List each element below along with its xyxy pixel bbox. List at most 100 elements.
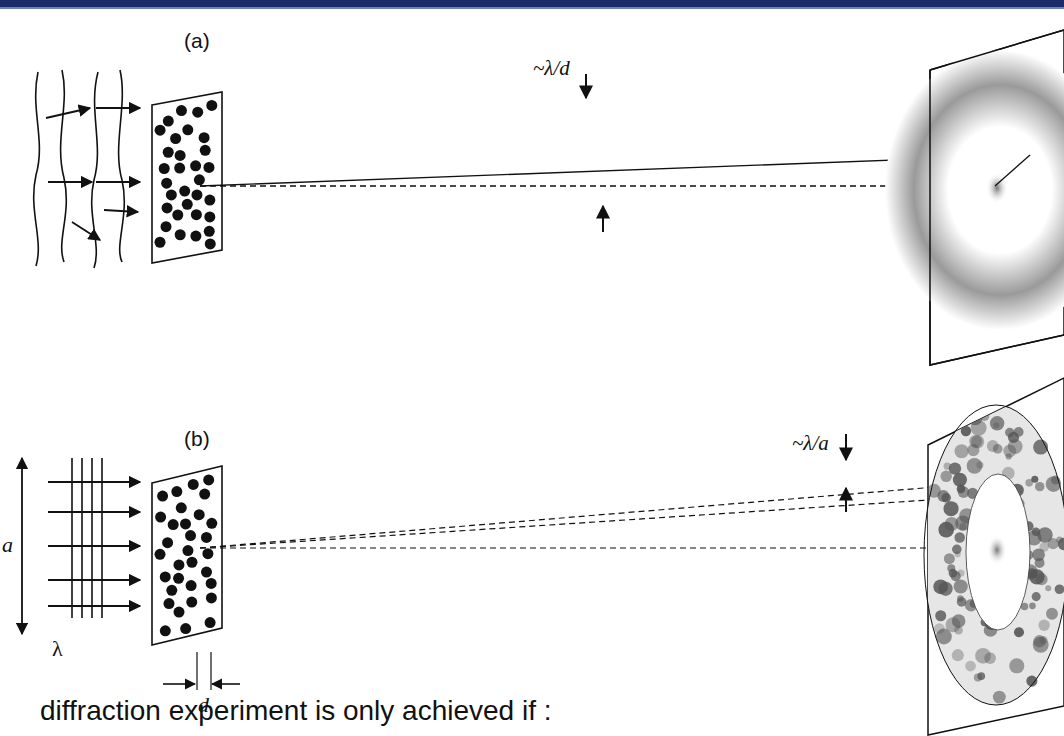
speckle xyxy=(1045,585,1051,591)
scatterer-dot xyxy=(206,518,217,529)
axis-line xyxy=(200,185,995,186)
diffracted-rays xyxy=(200,480,1020,548)
scatterer-dot xyxy=(201,567,212,578)
speckle xyxy=(955,444,969,458)
scatterer-dot xyxy=(204,211,215,222)
scatterer-dot xyxy=(160,625,171,636)
speckle xyxy=(980,411,990,421)
wavelength-label: λ xyxy=(52,638,63,660)
speckle xyxy=(987,440,999,452)
speckle xyxy=(1046,608,1058,620)
size-arrow xyxy=(212,683,240,685)
wave-arrows xyxy=(48,482,140,606)
scatterer-dot xyxy=(188,479,199,490)
speckle xyxy=(952,614,966,628)
speckle xyxy=(959,523,966,530)
speckle xyxy=(961,426,971,436)
scatterer-dot xyxy=(174,163,185,174)
speckle xyxy=(954,579,968,593)
angle-label: ~λ/d xyxy=(533,58,570,79)
scatterer-dot xyxy=(205,617,216,628)
speckle xyxy=(955,551,961,557)
scatterer-dot xyxy=(186,580,197,591)
sample-plate xyxy=(152,92,222,263)
scatterer-dot xyxy=(163,147,174,158)
speckle xyxy=(1014,627,1024,637)
speckle xyxy=(939,582,953,596)
speckle xyxy=(967,458,983,474)
speckle xyxy=(957,485,966,494)
central-spot xyxy=(987,535,1007,565)
speckle xyxy=(1056,536,1063,543)
scatterer-dot xyxy=(176,105,187,116)
speckle-ring xyxy=(924,405,1064,705)
speckle xyxy=(1046,476,1062,492)
scatterer-dot xyxy=(171,486,182,497)
wavy-wavefronts xyxy=(34,70,125,268)
scatterer-dot xyxy=(155,549,166,560)
scatterer-dot xyxy=(204,195,215,206)
angle-label: ~λ/a xyxy=(792,433,829,454)
scatterer-dot xyxy=(190,231,201,242)
speckle xyxy=(1038,620,1049,631)
speckle xyxy=(934,623,945,634)
scatterer-dot xyxy=(202,548,213,559)
speckle xyxy=(944,553,955,564)
scatterer-dot xyxy=(191,189,202,200)
speckle xyxy=(937,490,949,502)
beam-width-arrow xyxy=(21,458,23,634)
panel-label: (b) xyxy=(184,428,210,449)
scatterer-dot xyxy=(179,186,190,197)
angle-arrow xyxy=(585,74,587,98)
size-arrow xyxy=(163,683,195,685)
top-bar-line xyxy=(0,7,1064,9)
speckle xyxy=(1009,658,1024,673)
scatterer-dot xyxy=(166,189,177,200)
speckle xyxy=(1003,445,1016,458)
scatterer-dot xyxy=(173,573,184,584)
angle-arrow xyxy=(845,488,847,512)
scatterer-dot xyxy=(155,125,166,136)
scatterer-dot xyxy=(191,209,202,220)
scatterer-dot xyxy=(162,537,173,548)
speckle xyxy=(957,597,967,607)
speckle xyxy=(993,422,999,428)
speckle xyxy=(990,416,1004,430)
scatterer-dot xyxy=(199,132,210,143)
scatterer-dot xyxy=(190,160,201,171)
wave-arrows xyxy=(46,108,140,240)
scatterer-dot xyxy=(180,518,191,529)
speckle xyxy=(1032,548,1045,561)
scatterer-dot xyxy=(168,519,179,530)
scatterer-dot xyxy=(205,238,216,249)
scatterer-dot xyxy=(157,491,168,502)
scatterer-dot xyxy=(173,607,184,618)
scatterer-dot xyxy=(180,623,191,634)
angle-arrow xyxy=(602,206,604,232)
scatterer-dot xyxy=(175,229,186,240)
speckle xyxy=(971,420,987,436)
speckle xyxy=(938,522,954,538)
scatterer-dot xyxy=(194,509,205,520)
scatterer-dot xyxy=(200,145,211,156)
speckle xyxy=(1035,482,1044,491)
scatterer-dot xyxy=(199,489,210,500)
scatterer-dot xyxy=(162,202,173,213)
speckle xyxy=(1033,637,1049,653)
scatterer-dot xyxy=(176,502,187,513)
speckle xyxy=(954,532,965,543)
speckle xyxy=(1055,584,1064,594)
panel-label: (a) xyxy=(184,30,210,51)
scatterer-dot xyxy=(194,174,205,185)
scatterer-dot xyxy=(204,226,215,237)
speckle xyxy=(1029,602,1036,609)
speckle xyxy=(935,610,946,621)
scatterer-dot xyxy=(182,124,193,135)
scatterers xyxy=(155,474,218,636)
speckle xyxy=(1032,592,1041,601)
speckle xyxy=(952,649,964,661)
speckle xyxy=(951,571,961,581)
speckle xyxy=(947,564,955,572)
